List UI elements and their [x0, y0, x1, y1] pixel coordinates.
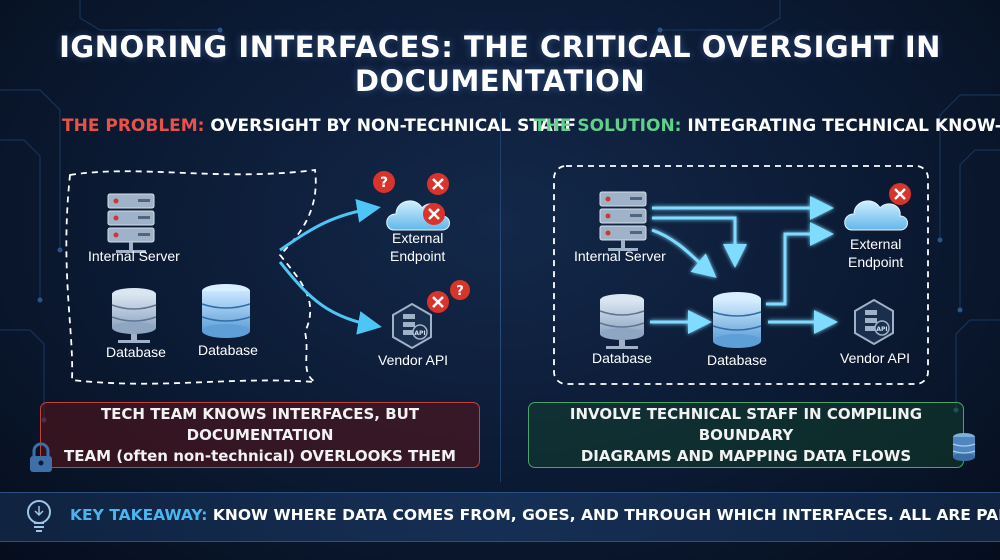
- error-icon: [423, 203, 445, 225]
- question-icon: ?: [373, 171, 395, 193]
- solution-text: INTEGRATING TECHNICAL KNOW-HOW: [687, 116, 1000, 136]
- external-label-line2: Endpoint: [848, 254, 904, 270]
- vendor-api-label: Vendor API: [378, 352, 449, 368]
- solution-callout: INVOLVE TECHNICAL STAFF IN COMPILING BOU…: [528, 402, 964, 468]
- database-icon-blue: [712, 292, 762, 348]
- solution-diagram: API Internal Server Database Database Ex…: [510, 150, 990, 400]
- database-label: Database: [592, 350, 652, 366]
- vendor-api-label: Vendor API: [840, 350, 911, 366]
- solution-callout-line2: DIAGRAMS AND MAPPING DATA FLOWS: [580, 446, 912, 465]
- database-label: Database: [707, 352, 767, 368]
- lightbulb-icon: [27, 500, 51, 532]
- incomplete-boundary: [65, 168, 319, 385]
- server-icon: [599, 191, 647, 251]
- problem-label: THE PROBLEM:: [62, 116, 205, 136]
- internal-server-label: Internal Server: [88, 248, 180, 264]
- database-small-icon: [952, 433, 976, 461]
- cloud-icon: [844, 200, 908, 231]
- key-takeaway-bar: KEY TAKEAWAY: KNOW WHERE DATA COMES FROM…: [0, 492, 1000, 542]
- problem-diagram: ? API ? Internal Server Database: [0, 150, 480, 400]
- solution-label: THE SOLUTION:: [534, 116, 682, 136]
- api-icon: API: [392, 302, 432, 350]
- database-icon-grey: [111, 288, 157, 343]
- server-icon: [107, 193, 155, 253]
- error-icon: [427, 291, 449, 313]
- database-icon-grey: [599, 294, 645, 349]
- api-badge-text: API: [414, 330, 425, 337]
- external-label-line1: External: [392, 230, 444, 246]
- lock-icon: [30, 442, 52, 472]
- page-title: IGNORING INTERFACES: THE CRITICAL OVERSI…: [59, 30, 941, 98]
- problem-heading: THE PROBLEM: OVERSIGHT BY NON-TECHNICAL …: [62, 116, 576, 136]
- database-label: Database: [198, 342, 258, 358]
- svg-text:?: ?: [380, 175, 388, 191]
- solution-callout-line1: INVOLVE TECHNICAL STAFF IN COMPILING BOU…: [569, 404, 923, 444]
- question-icon: ?: [450, 280, 470, 300]
- api-icon: API: [854, 298, 894, 346]
- problem-callout-line1: TECH TEAM KNOWS INTERFACES, BUT DOCUMENT…: [100, 404, 420, 444]
- section-divider: [500, 112, 501, 482]
- database-label: Database: [106, 344, 166, 360]
- flow-arrow-server-diag: [651, 228, 717, 278]
- flow-arrow-to-external: [279, 198, 381, 252]
- api-badge-text: API: [876, 326, 887, 333]
- error-icon: [889, 183, 911, 205]
- internal-server-label: Internal Server: [574, 248, 666, 264]
- problem-callout-line2: TEAM (often non-technical) OVERLOOKS THE…: [64, 446, 456, 465]
- database-icon-blue: [201, 284, 251, 338]
- external-label-line1: External: [850, 236, 902, 252]
- svg-text:?: ?: [456, 284, 464, 299]
- error-icon: [427, 173, 449, 195]
- problem-callout: TECH TEAM KNOWS INTERFACES, BUT DOCUMENT…: [40, 402, 480, 468]
- flow-arrow-db-to-external: [766, 222, 834, 306]
- external-label-line2: Endpoint: [390, 248, 446, 264]
- key-takeaway-label: KEY TAKEAWAY:: [70, 506, 208, 524]
- key-takeaway-body: KNOW WHERE DATA COMES FROM, GOES, AND TH…: [212, 506, 1000, 524]
- key-takeaway-text: KEY TAKEAWAY: KNOW WHERE DATA COMES FROM…: [70, 506, 1000, 524]
- system-boundary: [553, 165, 929, 385]
- problem-text: OVERSIGHT BY NON-TECHNICAL STAFF: [204, 116, 576, 136]
- flow-arrow-server-to-db: [652, 216, 747, 268]
- solution-heading: THE SOLUTION: INTEGRATING TECHNICAL KNOW…: [534, 116, 1000, 136]
- flow-arrow-to-vendor: [278, 261, 382, 335]
